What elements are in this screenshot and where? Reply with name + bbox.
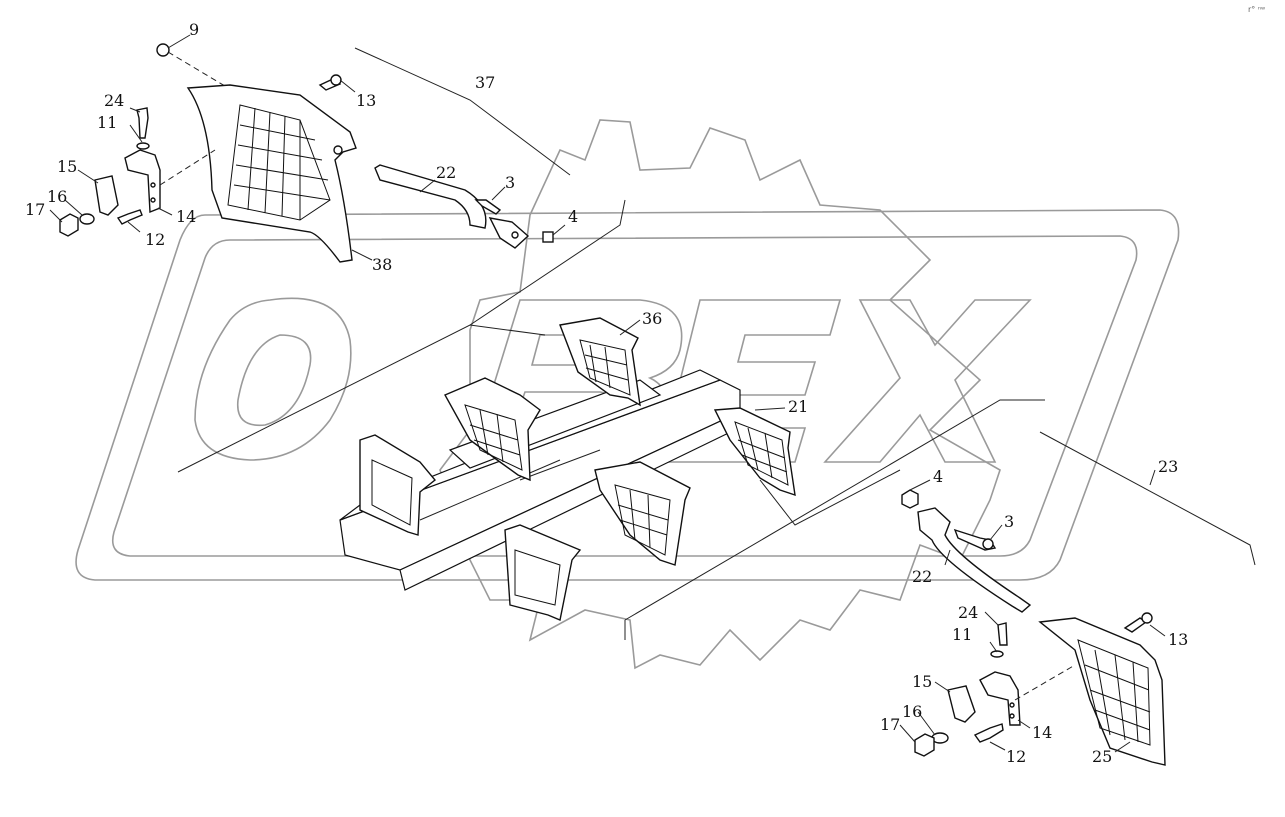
callout-17-upper: 17 <box>25 200 45 219</box>
fender-mid-left <box>444 377 541 482</box>
callout-11-lower: 11 <box>952 625 972 644</box>
callout-3-lower: 3 <box>1004 512 1014 531</box>
callout-23: 23 <box>1158 457 1178 476</box>
callout-16-upper: 16 <box>47 187 67 206</box>
corner-mark: r° ⁿʷ <box>1248 5 1265 14</box>
callout-12-lower: 12 <box>1006 747 1026 766</box>
chassis-frame-assembly <box>339 317 796 621</box>
callout-leaders <box>49 34 1166 753</box>
callout-4-upper: 4 <box>568 207 578 226</box>
callout-38: 38 <box>372 255 392 274</box>
mudguard-assembly-upper-left <box>59 43 554 263</box>
callout-36: 36 <box>642 309 662 328</box>
callout-37: 37 <box>475 73 495 92</box>
callout-labels: 9 37 13 24 11 15 16 17 14 12 22 3 4 38 3… <box>25 20 1188 766</box>
callout-15-lower: 15 <box>912 672 932 691</box>
callout-12-upper: 12 <box>145 230 165 249</box>
fender-mid-right <box>594 461 691 566</box>
callout-4-lower: 4 <box>933 467 943 486</box>
callout-25: 25 <box>1092 747 1112 766</box>
callout-16-lower: 16 <box>902 702 922 721</box>
callout-3-upper: 3 <box>505 173 515 192</box>
callout-22-upper: 22 <box>436 163 456 182</box>
leader-lines <box>177 47 1256 640</box>
mudguard-part-38 <box>186 84 357 263</box>
pipe-part-22-lower <box>917 507 1032 613</box>
bracket-part-14-upper <box>124 149 161 214</box>
fender-bottom <box>504 524 582 621</box>
callout-9: 9 <box>189 20 199 39</box>
callout-15-upper: 15 <box>57 157 77 176</box>
callout-24-lower: 24 <box>958 603 978 622</box>
callout-22-lower: 22 <box>912 567 932 586</box>
callout-17-lower: 17 <box>880 715 900 734</box>
callout-13-upper: 13 <box>356 91 376 110</box>
watermark-gear <box>439 119 1001 670</box>
fender-lower-left <box>359 434 436 536</box>
callout-11-upper: 11 <box>97 113 117 132</box>
pipe-part-22-upper <box>374 164 487 229</box>
bracket-part-14-lower <box>979 671 1021 726</box>
callout-24-upper: 24 <box>104 91 124 110</box>
mudguard-assembly-lower-right <box>901 489 1166 766</box>
ring-part-9 <box>156 43 170 57</box>
callout-13-lower: 13 <box>1168 630 1188 649</box>
callout-21: 21 <box>788 397 808 416</box>
callout-14-lower: 14 <box>1032 723 1052 742</box>
fender-part-21 <box>713 407 796 497</box>
callout-14-upper: 14 <box>176 207 196 226</box>
